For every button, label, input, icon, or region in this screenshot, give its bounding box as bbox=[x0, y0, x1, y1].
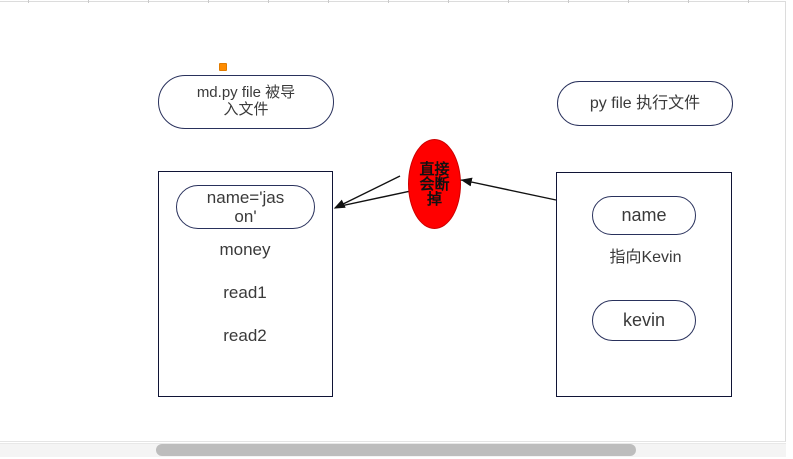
ruler-tick bbox=[28, 0, 29, 3]
node-py-file[interactable]: py file 执行文件 bbox=[557, 81, 733, 126]
label-money: money bbox=[219, 240, 271, 259]
label-read2: read2 bbox=[223, 326, 267, 345]
connector-right-to-ellipse bbox=[460, 177, 557, 201]
ruler-tick bbox=[568, 0, 569, 3]
ruler-tick bbox=[268, 0, 269, 3]
ruler-tick bbox=[328, 0, 329, 3]
ruler-tick bbox=[748, 0, 749, 3]
selection-handle[interactable] bbox=[219, 63, 227, 71]
node-name-jason[interactable]: name='jas on' bbox=[176, 185, 315, 229]
ruler-tick bbox=[688, 0, 689, 3]
ruler-tick bbox=[388, 0, 389, 3]
node-kevin-label: kevin bbox=[622, 310, 666, 331]
ruler-tick bbox=[208, 0, 209, 3]
node-py-file-label: py file 执行文件 bbox=[589, 94, 701, 112]
node-name[interactable]: name bbox=[592, 196, 696, 235]
node-break-connection[interactable]: 直接 会断 掉 bbox=[408, 139, 461, 229]
node-name-jason-label: name='jas on' bbox=[206, 187, 285, 226]
node-name-label: name bbox=[621, 205, 667, 226]
diagram-canvas[interactable]: md.py file 被导 入文件 py file 执行文件 name='jas… bbox=[0, 0, 786, 441]
ruler-tick bbox=[88, 0, 89, 3]
ruler-tick bbox=[448, 0, 449, 3]
label-points-to-kevin: 指向Kevin bbox=[609, 249, 682, 266]
ruler-tick bbox=[508, 0, 509, 3]
label-read1: read1 bbox=[223, 283, 267, 302]
horizontal-scrollbar-thumb[interactable] bbox=[156, 444, 636, 456]
ruler-tick bbox=[628, 0, 629, 3]
node-md-py-file-label: md.py file 被导 入文件 bbox=[196, 84, 296, 118]
node-break-connection-label: 直接 会断 掉 bbox=[419, 160, 450, 208]
node-md-py-file[interactable]: md.py file 被导 入文件 bbox=[158, 75, 334, 129]
ruler-tick bbox=[148, 0, 149, 3]
node-kevin[interactable]: kevin bbox=[592, 300, 696, 341]
connector-ellipse-to-left-arrow bbox=[333, 175, 401, 209]
